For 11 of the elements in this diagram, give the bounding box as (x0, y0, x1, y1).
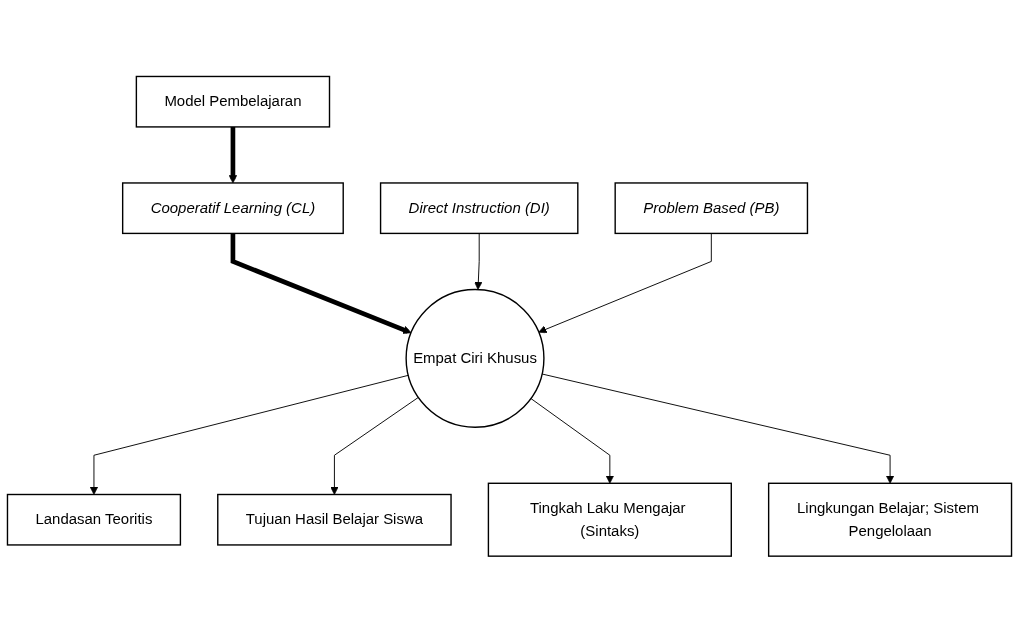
node-box: Model Pembelajaran (135, 75, 331, 128)
node-box: Landasan Teoritis (6, 493, 182, 546)
node-box: Tujuan Hasil Belajar Siswa (217, 493, 452, 546)
node-box: Tingkah Laku Mengajar (Sintaks) (487, 482, 732, 557)
arrow (230, 233, 412, 334)
node-box: Direct Instruction (DI) (379, 181, 579, 234)
arrow (228, 126, 238, 184)
node-box: Cooperatif Learning (CL) (121, 181, 344, 234)
node-circle: Empat Ciri Khusus (405, 288, 545, 428)
node-box: Problem Based (PB) (614, 181, 809, 234)
node-box: Lingkungan Belajar; Sistem Pengelolaan (767, 482, 1013, 557)
